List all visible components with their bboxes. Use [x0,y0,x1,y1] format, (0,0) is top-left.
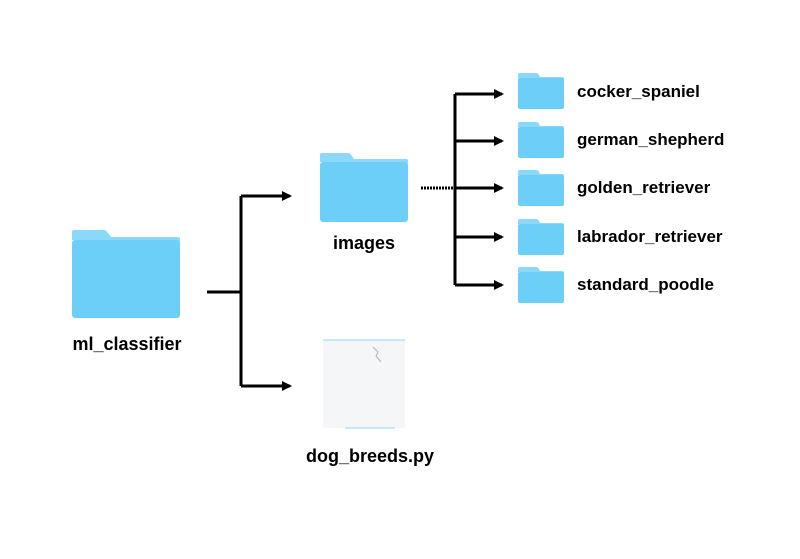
images-folder-icon[interactable] [320,153,408,222]
breed-folder-label: standard_poodle [577,275,714,294]
file-label: dog_breeds.py [305,446,435,466]
breed-folder-icon[interactable] [518,219,564,255]
root-connector [207,196,243,386]
root-folder-icon[interactable] [72,230,180,318]
breed-folder-icon[interactable] [518,170,564,206]
breed-folder-label: golden_retriever [577,178,711,197]
breed-folder-icon[interactable] [518,122,564,158]
breed-folder-icon[interactable] [518,73,564,109]
breed-folder-label: german_shepherd [577,130,725,149]
images-folder-label: images [332,233,396,253]
root-folder-label: ml_classifier [72,334,182,354]
python-file-icon[interactable] [323,339,405,429]
images-connector [421,94,457,285]
breed-folder-icon[interactable] [518,267,564,303]
breed-folder-label: cocker_spaniel [577,82,700,101]
breed-folder-label: labrador_retriever [577,227,723,246]
